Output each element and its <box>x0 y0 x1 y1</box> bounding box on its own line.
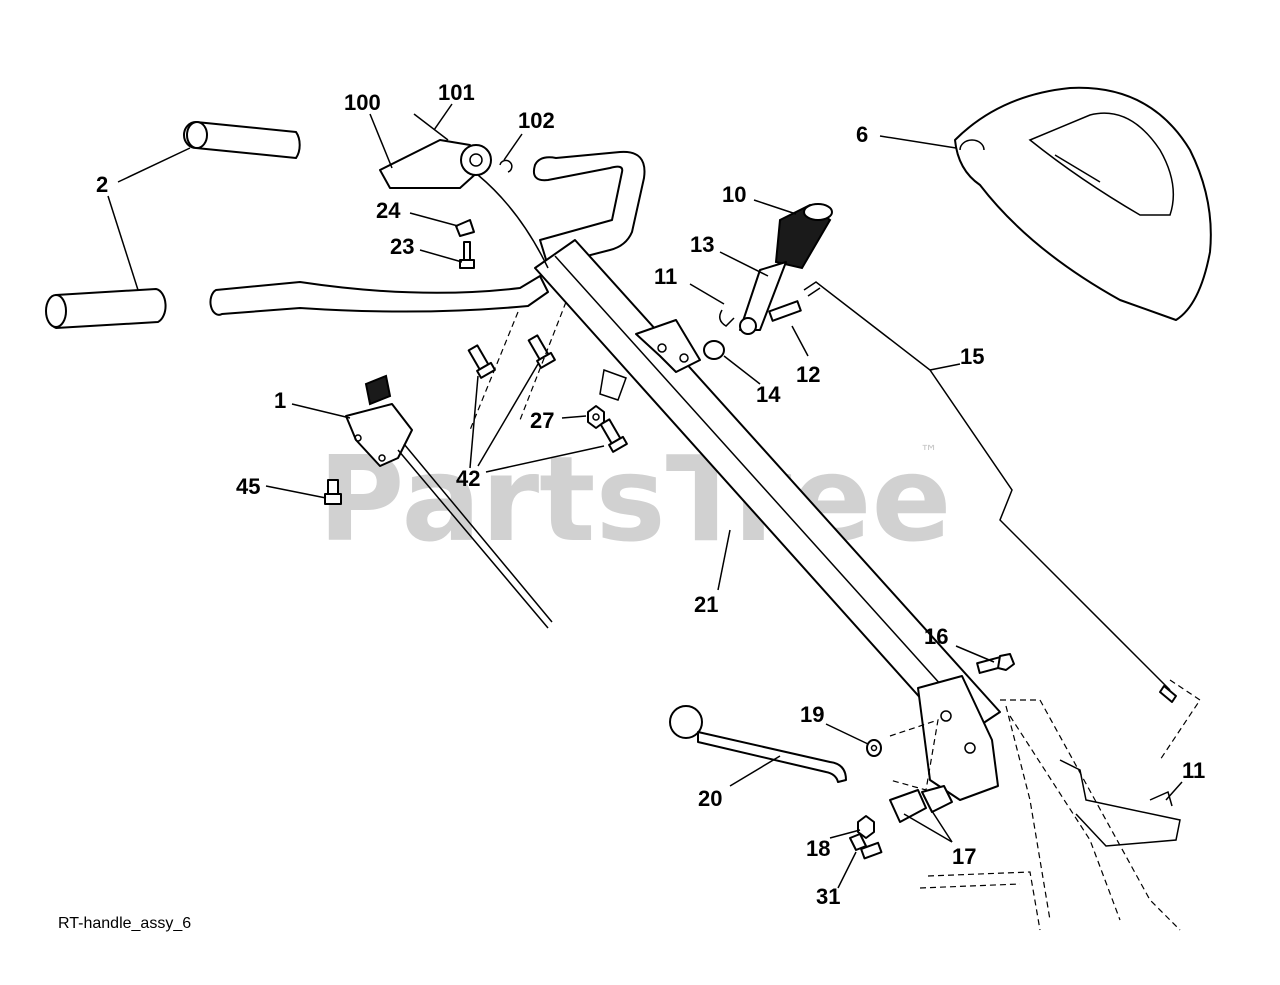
callout-12[interactable]: 12 <box>796 362 820 387</box>
part-control-lever[interactable] <box>379 113 549 269</box>
callout-101[interactable]: 101 <box>438 80 475 105</box>
part-nut-27[interactable] <box>587 368 627 429</box>
callout-6[interactable]: 6 <box>856 122 868 147</box>
callout-100[interactable]: 100 <box>344 90 381 115</box>
callout-18[interactable]: 18 <box>806 836 830 861</box>
part-shoulder-bolt-31[interactable] <box>849 833 883 860</box>
part-bolts-42[interactable] <box>466 334 628 453</box>
diagram-caption: RT-handle_assy_6 <box>58 915 191 932</box>
part-grip-upper[interactable] <box>183 121 301 159</box>
callout-17[interactable]: 17 <box>952 844 976 869</box>
assembly-line-42 <box>469 301 567 431</box>
part-nut-18[interactable] <box>857 815 875 839</box>
callout-23[interactable]: 23 <box>390 234 414 259</box>
callout-11-upper[interactable]: 11 <box>654 264 677 289</box>
part-pivot-plate[interactable] <box>889 675 999 801</box>
callout-21[interactable]: 21 <box>694 592 718 617</box>
leader-lines <box>107 103 1183 889</box>
callout-15[interactable]: 15 <box>960 344 984 369</box>
part-lever-bracket[interactable] <box>345 374 553 629</box>
part-grip-lower[interactable] <box>45 288 167 329</box>
callout-10[interactable]: 10 <box>722 182 746 207</box>
part-tube-bracket[interactable] <box>635 319 701 373</box>
part-shift-lever[interactable] <box>739 203 833 335</box>
callout-14[interactable]: 14 <box>756 382 781 407</box>
part-shift-rod[interactable] <box>803 281 1177 703</box>
callout-16[interactable]: 16 <box>924 624 948 649</box>
part-clip-and-screw[interactable] <box>455 219 475 269</box>
callout-42[interactable]: 42 <box>456 466 480 491</box>
watermark-text: PartsTree <box>318 430 952 568</box>
part-pin-bolt-spacer[interactable] <box>703 300 802 360</box>
callout-19[interactable]: 19 <box>800 702 824 727</box>
part-shift-handle[interactable] <box>669 705 847 783</box>
callout-24[interactable]: 24 <box>376 198 401 223</box>
callout-45[interactable]: 45 <box>236 474 260 499</box>
callout-27[interactable]: 27 <box>530 408 554 433</box>
callout-2[interactable]: 2 <box>96 172 108 197</box>
part-cover[interactable] <box>954 86 1212 321</box>
tiller-body-outline <box>919 679 1201 931</box>
part-handle-tube[interactable] <box>534 239 1001 741</box>
part-pads-17[interactable] <box>889 785 953 823</box>
callout-13[interactable]: 13 <box>690 232 714 257</box>
callout-20[interactable]: 20 <box>698 786 722 811</box>
part-washer-19[interactable] <box>866 739 882 757</box>
callout-11-lower[interactable]: 11 <box>1182 758 1205 783</box>
callout-1[interactable]: 1 <box>274 388 286 413</box>
part-handlebar[interactable] <box>209 150 646 316</box>
callout-31[interactable]: 31 <box>816 884 840 909</box>
callout-102[interactable]: 102 <box>518 108 555 133</box>
watermark-trademark: ™ <box>920 442 938 463</box>
part-screw-45[interactable] <box>324 479 342 505</box>
